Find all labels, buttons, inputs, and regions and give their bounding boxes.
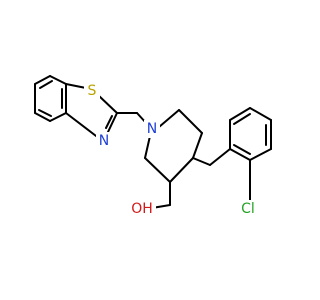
piperidine-bond	[158, 109, 180, 128]
hydroxyl-group-label: OH	[131, 201, 153, 217]
benzyl-bond	[209, 148, 231, 166]
sulfur-label-bg	[84, 82, 100, 100]
structure-canvas: S N N OH Cl	[34, 75, 272, 218]
benzo-bond	[34, 112, 51, 122]
phenyl-bond	[229, 148, 251, 161]
thiazole-nitrogen-label-bg	[96, 132, 112, 150]
benzo-bond	[34, 75, 51, 85]
benzo-bond	[49, 112, 67, 122]
piperidine-bond	[144, 157, 171, 183]
sulfur-atom-label: S	[88, 83, 97, 99]
piperidine-bond	[169, 157, 194, 183]
phenyl-double-bond	[233, 113, 251, 125]
bond-lines	[34, 75, 272, 209]
thiazole-double-bond	[105, 115, 113, 129]
benzo-bond	[49, 75, 67, 85]
benzo-double-bond	[38, 109, 52, 117]
piperidine-bond	[178, 109, 203, 134]
molecule-structure: S N N OH Cl	[34, 75, 272, 218]
piperidine-nitrogen-label-bg	[144, 120, 160, 138]
thiazole-bond	[65, 83, 87, 89]
thiazole-bond	[107, 112, 118, 133]
piperidine-nitrogen-atom-label: N	[147, 121, 157, 137]
chlorine-atom-label: Cl	[241, 201, 255, 217]
hydroxyl-label-bg	[128, 200, 156, 218]
phenyl-bond	[249, 107, 272, 121]
phenyl-double-bond	[233, 144, 251, 155]
benzyl-bond	[192, 157, 211, 166]
phenyl-bond	[229, 107, 251, 121]
chlorine-label-bg	[236, 200, 260, 218]
thiazole-bond	[65, 112, 101, 140]
phenyl-bond	[249, 148, 272, 161]
piperidine-bond	[144, 135, 151, 159]
thiazole-nitrogen-atom-label: N	[99, 133, 109, 149]
piperidine-bond	[192, 132, 203, 159]
benzo-double-bond	[39, 80, 53, 89]
thiazole-bond	[97, 94, 118, 114]
